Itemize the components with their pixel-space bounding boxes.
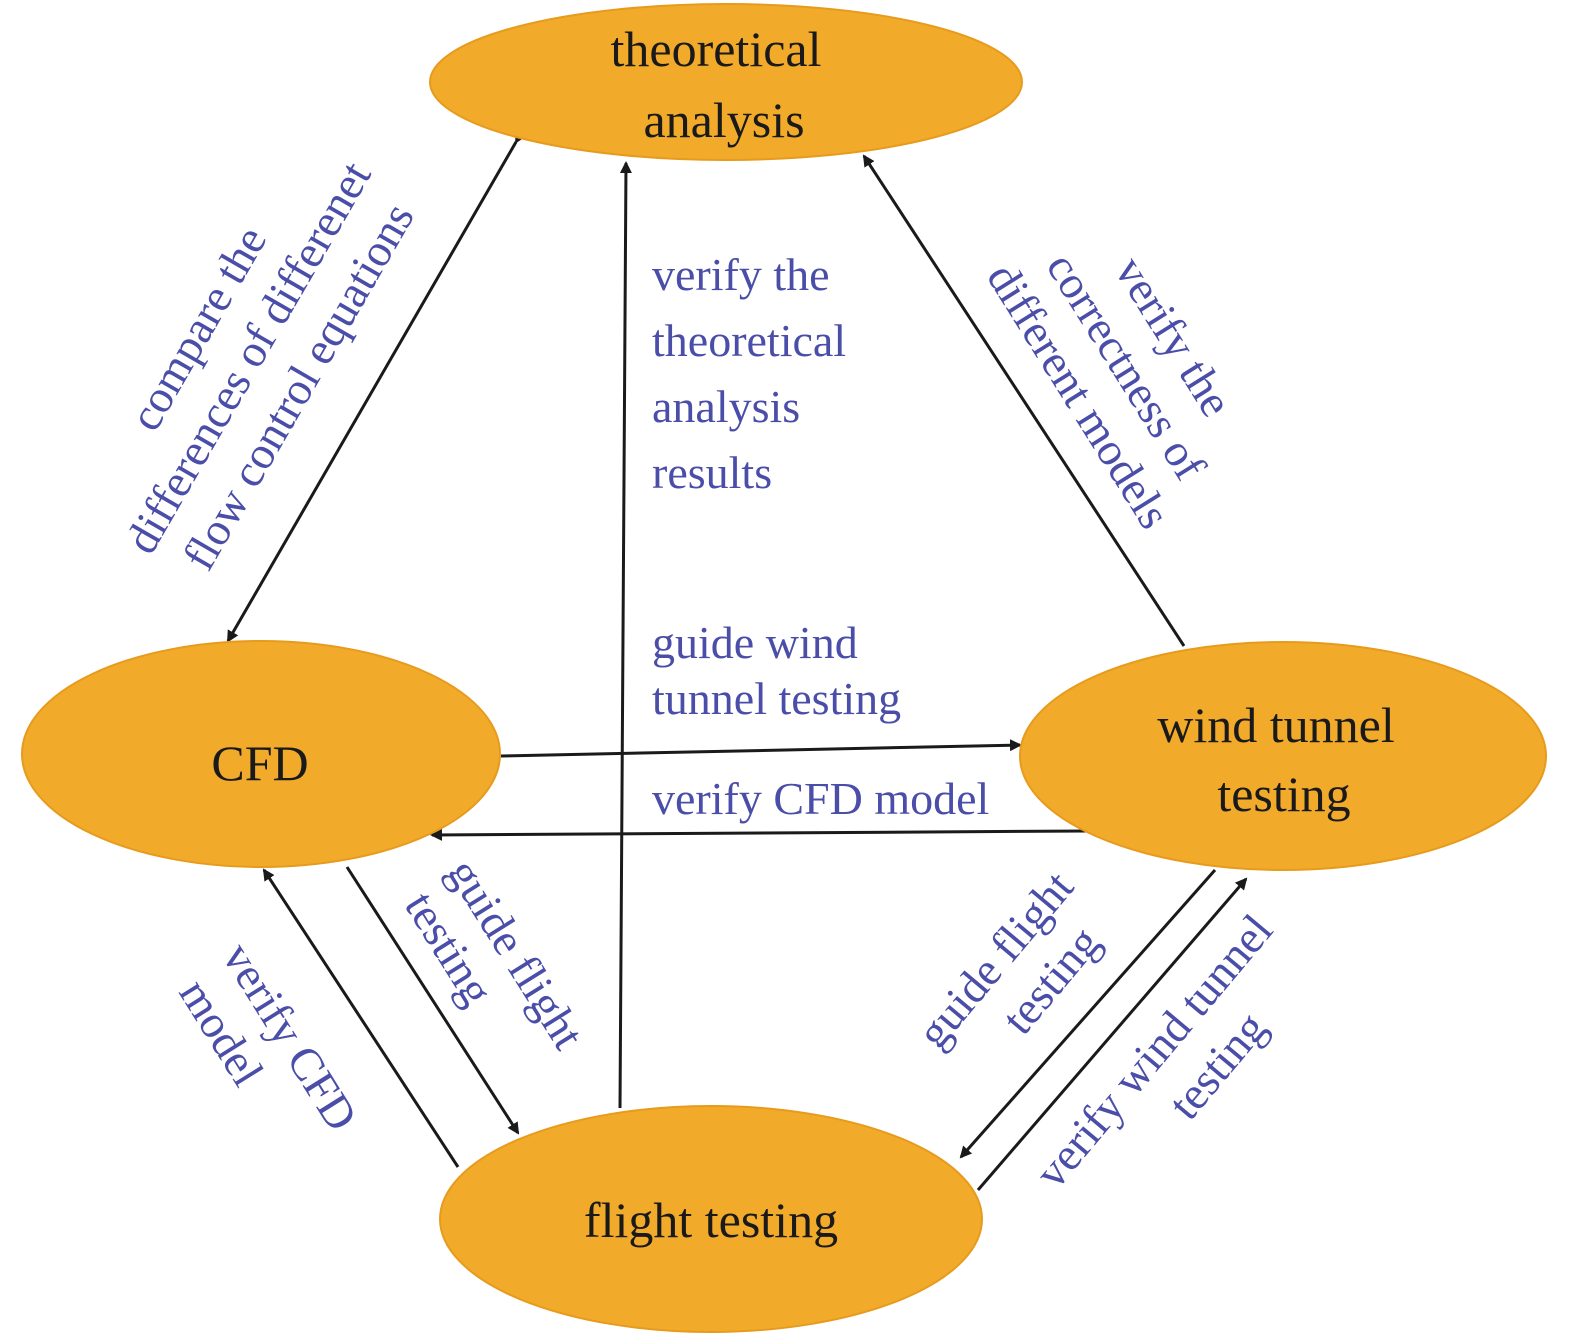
node-label-line1: theoretical — [611, 21, 822, 77]
arrows — [226, 130, 1248, 1191]
arrow-windtunnel-to-theory — [862, 154, 1186, 647]
node-flight-testing: flight testing — [439, 1105, 983, 1333]
arrow-flight-to-windtunnel — [976, 877, 1248, 1191]
arrow-flight-to-theory — [618, 161, 632, 1109]
edge-label-line2: theoretical — [652, 315, 846, 366]
node-label: CFD — [211, 735, 308, 791]
edge-label-guide-wind-tunnel: guide wind tunnel testing — [652, 617, 901, 724]
edge-label-verify-cfd-model-horizontal: verify CFD model — [652, 773, 989, 824]
arrow-theory-cfd-bidirectional — [226, 130, 527, 643]
edge-label-compare: compare the differences of differenet fl… — [115, 153, 424, 579]
node-ellipse — [21, 640, 501, 868]
arrow-windtunnel-to-cfd — [430, 828, 1088, 841]
arrow-flight-to-cfd — [262, 868, 460, 1168]
node-ellipse — [1019, 641, 1547, 871]
arrow-windtunnel-to-flight — [959, 869, 1217, 1159]
edge-label-line4: results — [652, 447, 772, 498]
edge-label-line2: tunnel testing — [652, 673, 901, 724]
edge-label-verify-theoretical: verify the theoretical analysis results — [652, 249, 846, 498]
node-label-line2: analysis — [643, 92, 804, 148]
edge-label-verify-correctness: verify the correctness of different mode… — [977, 244, 1242, 538]
edge-label-line1: verify the — [652, 249, 830, 300]
node-ellipse — [429, 3, 1023, 161]
arrow-cfd-to-flight — [345, 866, 520, 1135]
arrow-cfd-to-windtunnel — [500, 739, 1022, 758]
node-label-line2: testing — [1217, 766, 1350, 822]
node-ellipse — [439, 1105, 983, 1333]
node-label: flight testing — [584, 1192, 838, 1248]
edge-label-verify-cfd-model-left: verify CFD model — [169, 934, 367, 1140]
edge-label-guide-flight-left: guide flight testing — [395, 850, 594, 1058]
node-theoretical-analysis: theoretical analysis — [429, 3, 1023, 161]
edge-label-line1: guide wind — [652, 617, 858, 668]
node-wind-tunnel-testing: wind tunnel testing — [1019, 641, 1547, 871]
edge-label-line3: analysis — [652, 381, 800, 432]
node-cfd: CFD — [21, 640, 501, 868]
edge-label-guide-flight-right: guide flight testing — [907, 861, 1110, 1057]
node-label-line1: wind tunnel — [1157, 697, 1394, 753]
